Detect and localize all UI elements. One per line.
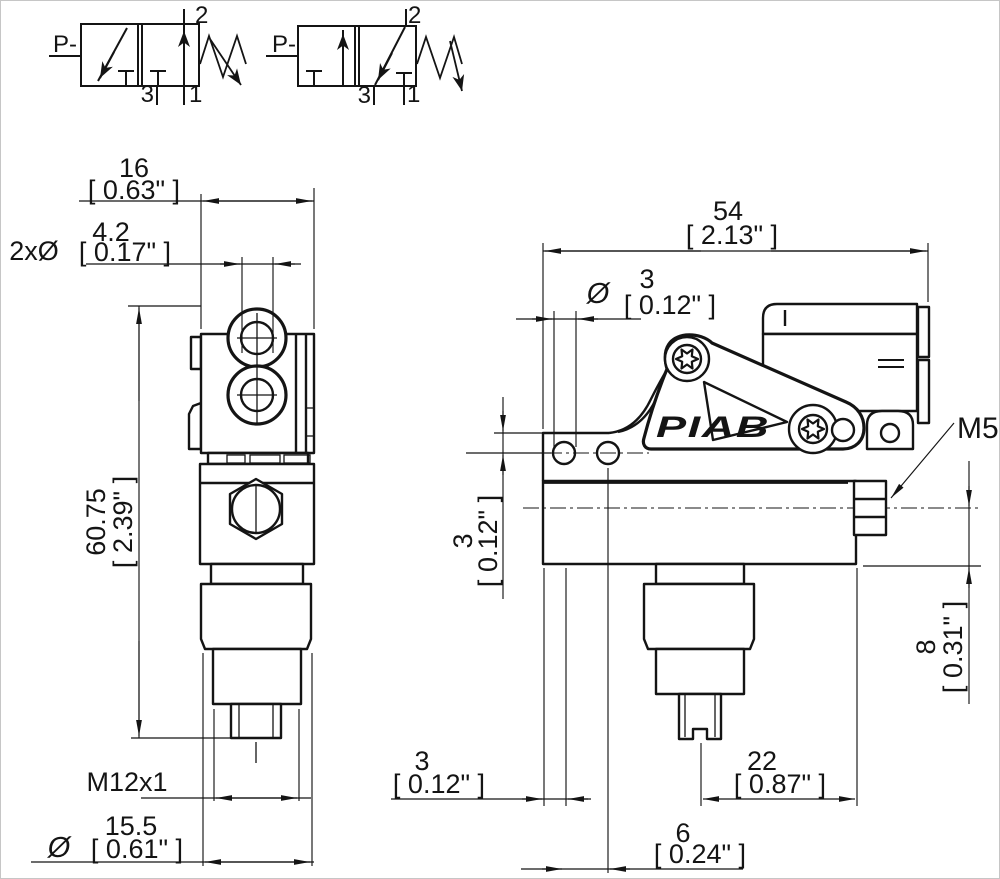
dim-text-mm: 3 xyxy=(639,264,654,294)
diameter-symbol: Ø xyxy=(47,832,72,864)
mounting-stem xyxy=(642,562,756,741)
dim-text-mm: 54 xyxy=(713,196,743,226)
bracket-arm: PIAB xyxy=(641,333,866,455)
supply-label: P- xyxy=(272,31,296,58)
adjust-arrow-icon xyxy=(209,38,242,86)
dim-diameter-15-5: 15.5 [ 0.61" ] Ø xyxy=(31,653,314,866)
dim-prefix: 2xØ xyxy=(9,236,59,266)
valve-body xyxy=(297,25,417,87)
diameter-symbol: Ø xyxy=(586,278,611,310)
thread-label: M12x1 xyxy=(86,767,167,797)
port-thread-label: M5 xyxy=(957,412,999,445)
arm-cutout xyxy=(702,380,789,442)
port-label-3: 3 xyxy=(141,81,154,108)
hex-plug xyxy=(228,477,284,541)
dim-text-mm: 16 xyxy=(119,153,149,183)
port-label-1: 1 xyxy=(189,81,202,108)
port-label-2: 2 xyxy=(408,2,421,29)
dim-text-inch: [ 0.12" ] xyxy=(393,769,485,799)
port-label-3: 3 xyxy=(358,82,371,109)
port-label-2: 2 xyxy=(195,2,208,29)
dim-height-60-75: 60.75 [ 2.39" ] xyxy=(81,305,238,739)
dim-width-16: 16 [ 0.63" ] xyxy=(79,153,315,329)
front-view-part xyxy=(187,307,316,763)
adjust-arrow-icon xyxy=(449,40,465,92)
dim-port-m5: M5 xyxy=(890,412,999,499)
dim-text-inch: [ 0.63" ] xyxy=(88,175,180,205)
supply-label: P- xyxy=(53,31,77,58)
dim-text-mm: 15.5 xyxy=(105,811,158,841)
dim-text-inch: [ 0.24" ] xyxy=(654,839,746,869)
dim-hole-dia-3: Ø 3 [ 0.12" ] xyxy=(516,264,716,447)
dim-hole-spacing-6: 6 [ 0.24" ] xyxy=(521,468,746,873)
dim-text-mm: 3 xyxy=(448,533,478,548)
dim-port-height-8: 8 [ 0.31" ] xyxy=(863,461,981,704)
dim-text-mm: 4.2 xyxy=(92,217,130,247)
dim-text-mm: 6 xyxy=(675,818,690,848)
dim-text-mm: 3 xyxy=(414,746,429,776)
dim-thread-m12: M12x1 xyxy=(86,709,311,801)
dim-text-mm: 60.75 xyxy=(81,488,111,556)
mounting-lug xyxy=(865,409,915,451)
dim-text-mm: 22 xyxy=(747,746,777,776)
dim-text-inch: [ 0.87" ] xyxy=(734,769,826,799)
dim-holes-4-2: 4.2 [ 0.17" ] 2xØ xyxy=(9,217,301,353)
m5-fitting xyxy=(852,479,888,537)
dim-width-54: 54 [ 2.13" ] xyxy=(542,196,929,429)
torx-screw-icon xyxy=(787,403,856,455)
dim-text-inch: [ 2.39" ] xyxy=(108,476,138,568)
valve-body xyxy=(80,23,200,87)
dim-text-inch: [ 2.13" ] xyxy=(686,220,778,250)
side-tab xyxy=(187,401,203,451)
spring-icon xyxy=(199,33,247,80)
spring-icon xyxy=(416,34,463,81)
dim-text-inch: [ 0.61" ] xyxy=(91,834,183,864)
dim-text-inch: [ 0.12" ] xyxy=(624,290,716,320)
dim-hole-offset-3: 3 [ 0.12" ] xyxy=(448,397,551,599)
piab-logo: PIAB xyxy=(656,411,770,444)
dim-text-inch: [ 0.17" ] xyxy=(79,237,171,267)
valve-symbol-left: P- 2 3 1 xyxy=(49,2,247,108)
valve-symbol-right: P- 2 3 1 xyxy=(266,2,465,109)
dim-text-inch: [ 0.12" ] xyxy=(473,495,503,587)
side-tab xyxy=(189,335,203,371)
fitting-collar xyxy=(916,305,931,359)
dim-stem-offset-22: 22 [ 0.87" ] xyxy=(700,568,858,806)
dim-edge-offset-3: 3 [ 0.12" ] xyxy=(391,568,591,806)
dim-text-mm: 8 xyxy=(911,639,941,654)
fitting-collar xyxy=(916,358,931,425)
side-view-part: PIAB xyxy=(523,302,978,741)
dim-text-inch: [ 0.31" ] xyxy=(938,601,968,693)
port-label-1: 1 xyxy=(407,81,420,108)
torx-screw-icon xyxy=(663,335,711,383)
mounting-stem xyxy=(199,562,313,763)
